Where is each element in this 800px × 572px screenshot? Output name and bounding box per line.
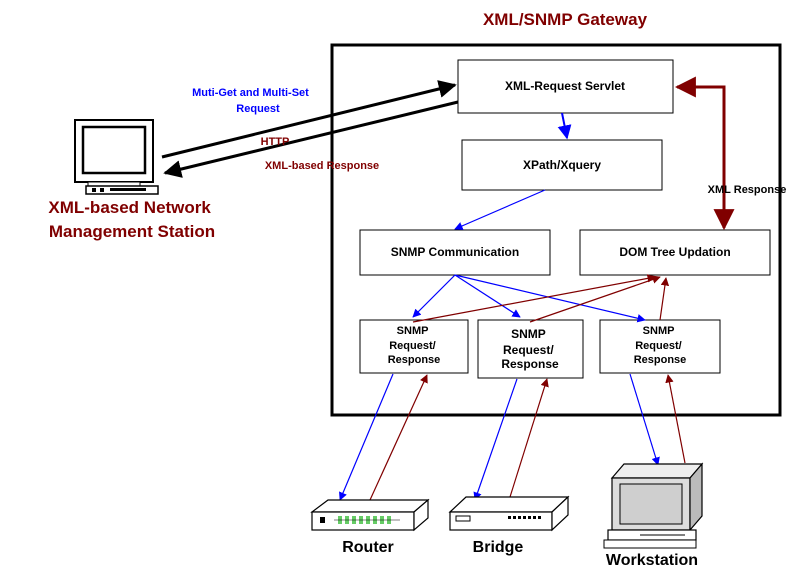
- management-station-computer-icon: [74, 119, 159, 195]
- servlet-to-xpath-arrow: [557, 112, 572, 140]
- req2-to-dom-arrow: [529, 275, 661, 323]
- req3-line1: SNMP: [643, 325, 675, 337]
- req2-to-bridge-arrow: [473, 378, 518, 501]
- snmp-to-req3-arrow: [454, 274, 646, 323]
- snmp-request-box-2: SNMP Request/ Response: [477, 319, 584, 379]
- req1-line1: SNMP: [397, 325, 429, 337]
- snmp-communication-box: SNMP Communication: [359, 229, 551, 276]
- svg-text:SNMP Request/ Resp: SNMP Request/ Response: [388, 325, 441, 366]
- xpath-to-snmp-arrow: [454, 189, 546, 230]
- dom-tree-label: DOM Tree Updation: [619, 245, 730, 259]
- router-to-req1-arrow: [369, 374, 428, 501]
- workstation-label: Workstation: [606, 552, 698, 569]
- req2-line1: SNMP: [511, 327, 546, 341]
- snmp-communication-label: SNMP Communication: [391, 245, 519, 259]
- router-icon: [310, 498, 430, 532]
- svg-text:SNMP Request/ Resp: SNMP Request/ Response: [501, 327, 559, 371]
- snmp-request-box-3: SNMP Request/ Response: [599, 319, 721, 374]
- svg-text:Muti-Get and Multi-Set Req: Muti-Get and Multi-Set Request: [192, 87, 312, 115]
- req2-line3: Response: [501, 357, 559, 371]
- req1-line3: Response: [388, 354, 441, 366]
- xpath-box: XPath/Xquery: [461, 139, 663, 191]
- dom-tree-box: DOM Tree Updation: [579, 229, 771, 276]
- req3-line2: Request/: [635, 340, 681, 352]
- station-label-line1: XML-based Network: [48, 198, 211, 217]
- xpath-label: XPath/Xquery: [523, 158, 601, 172]
- request-arrow-to-servlet: [161, 80, 457, 159]
- response-arrow-to-station: [163, 100, 459, 178]
- gateway-title: XML/SNMP Gateway: [483, 10, 648, 29]
- workstation-icon: [603, 462, 704, 549]
- http-label: HTTP: [261, 136, 290, 148]
- req1-line2: Request/: [389, 340, 435, 352]
- req3-to-dom-arrow: [659, 277, 670, 321]
- servlet-box: XML-Request Servlet: [457, 59, 674, 114]
- req1-to-router-arrow: [339, 373, 394, 501]
- svg-text:SNMP Request/ Resp: SNMP Request/ Response: [634, 325, 687, 366]
- xml-response-label: XML Response: [708, 184, 787, 196]
- workstation-to-req3-arrow: [665, 374, 686, 464]
- gateway-frame: [330, 43, 782, 417]
- multi-get-label-line2: Request: [236, 103, 280, 115]
- xml-based-response-label: XML-based Response: [265, 160, 379, 172]
- snmp-to-req1-arrow: [412, 274, 456, 318]
- servlet-label: XML-Request Servlet: [505, 79, 625, 93]
- req3-line3: Response: [634, 354, 687, 366]
- multi-get-label-line1: Muti-Get and Multi-Set: [192, 87, 309, 99]
- snmp-to-req2-arrow: [454, 274, 521, 318]
- req1-to-dom-arrow: [412, 274, 656, 323]
- req3-to-workstation-arrow: [629, 373, 660, 466]
- bridge-to-req2-arrow: [509, 378, 549, 498]
- router-label: Router: [342, 539, 394, 556]
- station-label-line2: Management Station: [49, 222, 215, 241]
- req2-line2: Request/: [503, 343, 554, 357]
- svg-text:XML-based Network Manageme: XML-based Network Management Station: [48, 198, 215, 241]
- dom-servlet-response-arrow: [674, 76, 735, 231]
- snmp-request-box-1: SNMP Request/ Response: [359, 319, 469, 374]
- bridge-label: Bridge: [473, 539, 524, 556]
- bridge-icon: [448, 495, 570, 532]
